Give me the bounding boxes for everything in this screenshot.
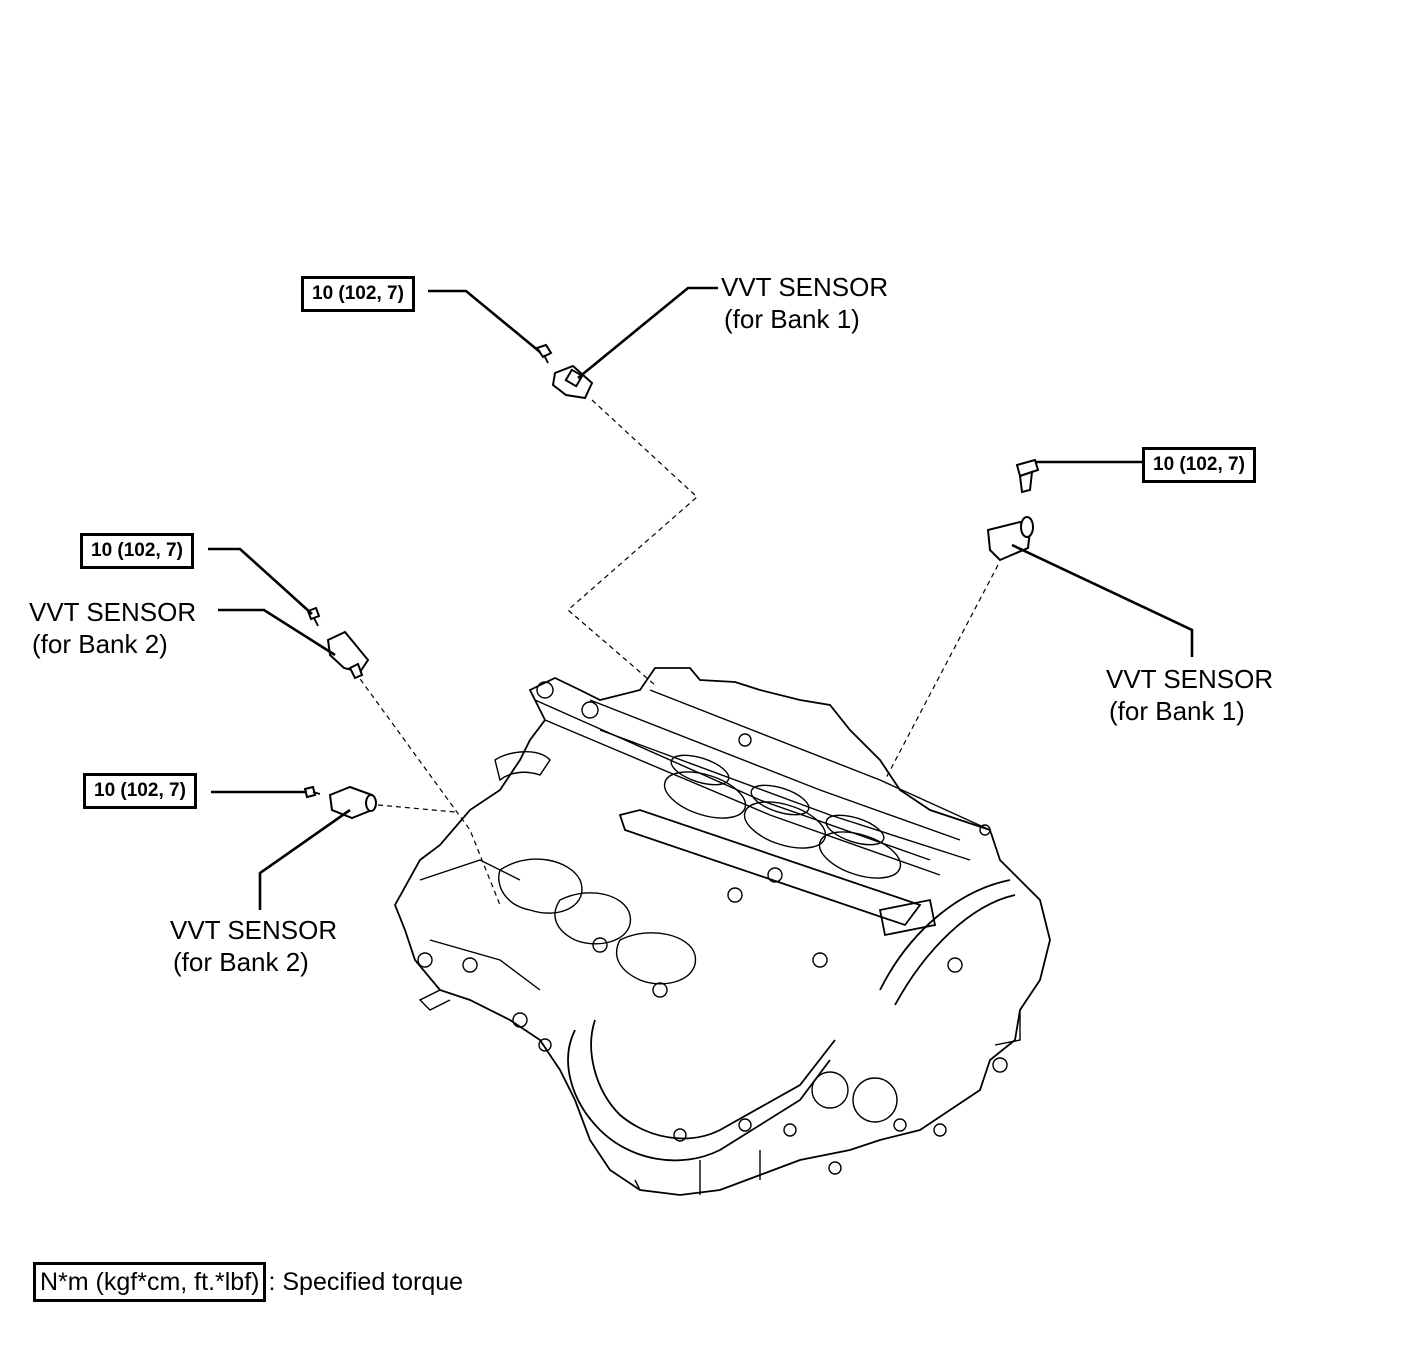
sensor-label-subtitle: (for Bank 2) <box>173 947 309 977</box>
bolt-right <box>1015 458 1040 494</box>
installation-guide-lines <box>354 399 999 906</box>
bolt-upper <box>535 343 553 364</box>
sensor-label-bank1-right: VVT SENSOR (for Bank 1) <box>1106 663 1273 727</box>
sensor-label-bank2-lower: VVT SENSOR (for Bank 2) <box>170 914 337 978</box>
sensor-bank1-right <box>986 516 1034 562</box>
sensor-label-subtitle: (for Bank 1) <box>1109 696 1245 726</box>
leader-lines <box>208 286 1194 910</box>
sensor-bank1-upper <box>551 364 594 400</box>
torque-spec-upper: 10 (102, 7) <box>301 276 415 312</box>
bolt-left-lower <box>303 785 321 799</box>
sensor-label-title: VVT SENSOR <box>29 597 197 627</box>
torque-spec-left-upper: 10 (102, 7) <box>80 533 194 569</box>
sensor-label-title: VVT SENSOR <box>1106 664 1274 694</box>
torque-legend: N*m (kgf*cm, ft.*lbf) : Specified torque <box>33 1262 463 1302</box>
torque-spec-left-lower: 10 (102, 7) <box>83 773 197 809</box>
sensor-label-title: VVT SENSOR <box>721 272 889 302</box>
sensor-bank2-lower <box>328 785 377 820</box>
sensor-label-subtitle: (for Bank 1) <box>724 304 860 334</box>
sensor-bank2-upper <box>326 630 370 680</box>
sensor-label-title: VVT SENSOR <box>170 915 338 945</box>
legend-description: : Specified torque <box>268 1268 464 1296</box>
torque-spec-right: 10 (102, 7) <box>1142 447 1256 483</box>
bolt-left-upper <box>306 606 321 627</box>
sensor-label-subtitle: (for Bank 2) <box>32 629 168 659</box>
legend-unit-box: N*m (kgf*cm, ft.*lbf) <box>33 1262 267 1302</box>
sensor-label-bank1-upper: VVT SENSOR (for Bank 1) <box>721 271 888 335</box>
sensor-label-bank2-upper: VVT SENSOR (for Bank 2) <box>29 596 196 660</box>
engine-block <box>394 667 1051 1196</box>
